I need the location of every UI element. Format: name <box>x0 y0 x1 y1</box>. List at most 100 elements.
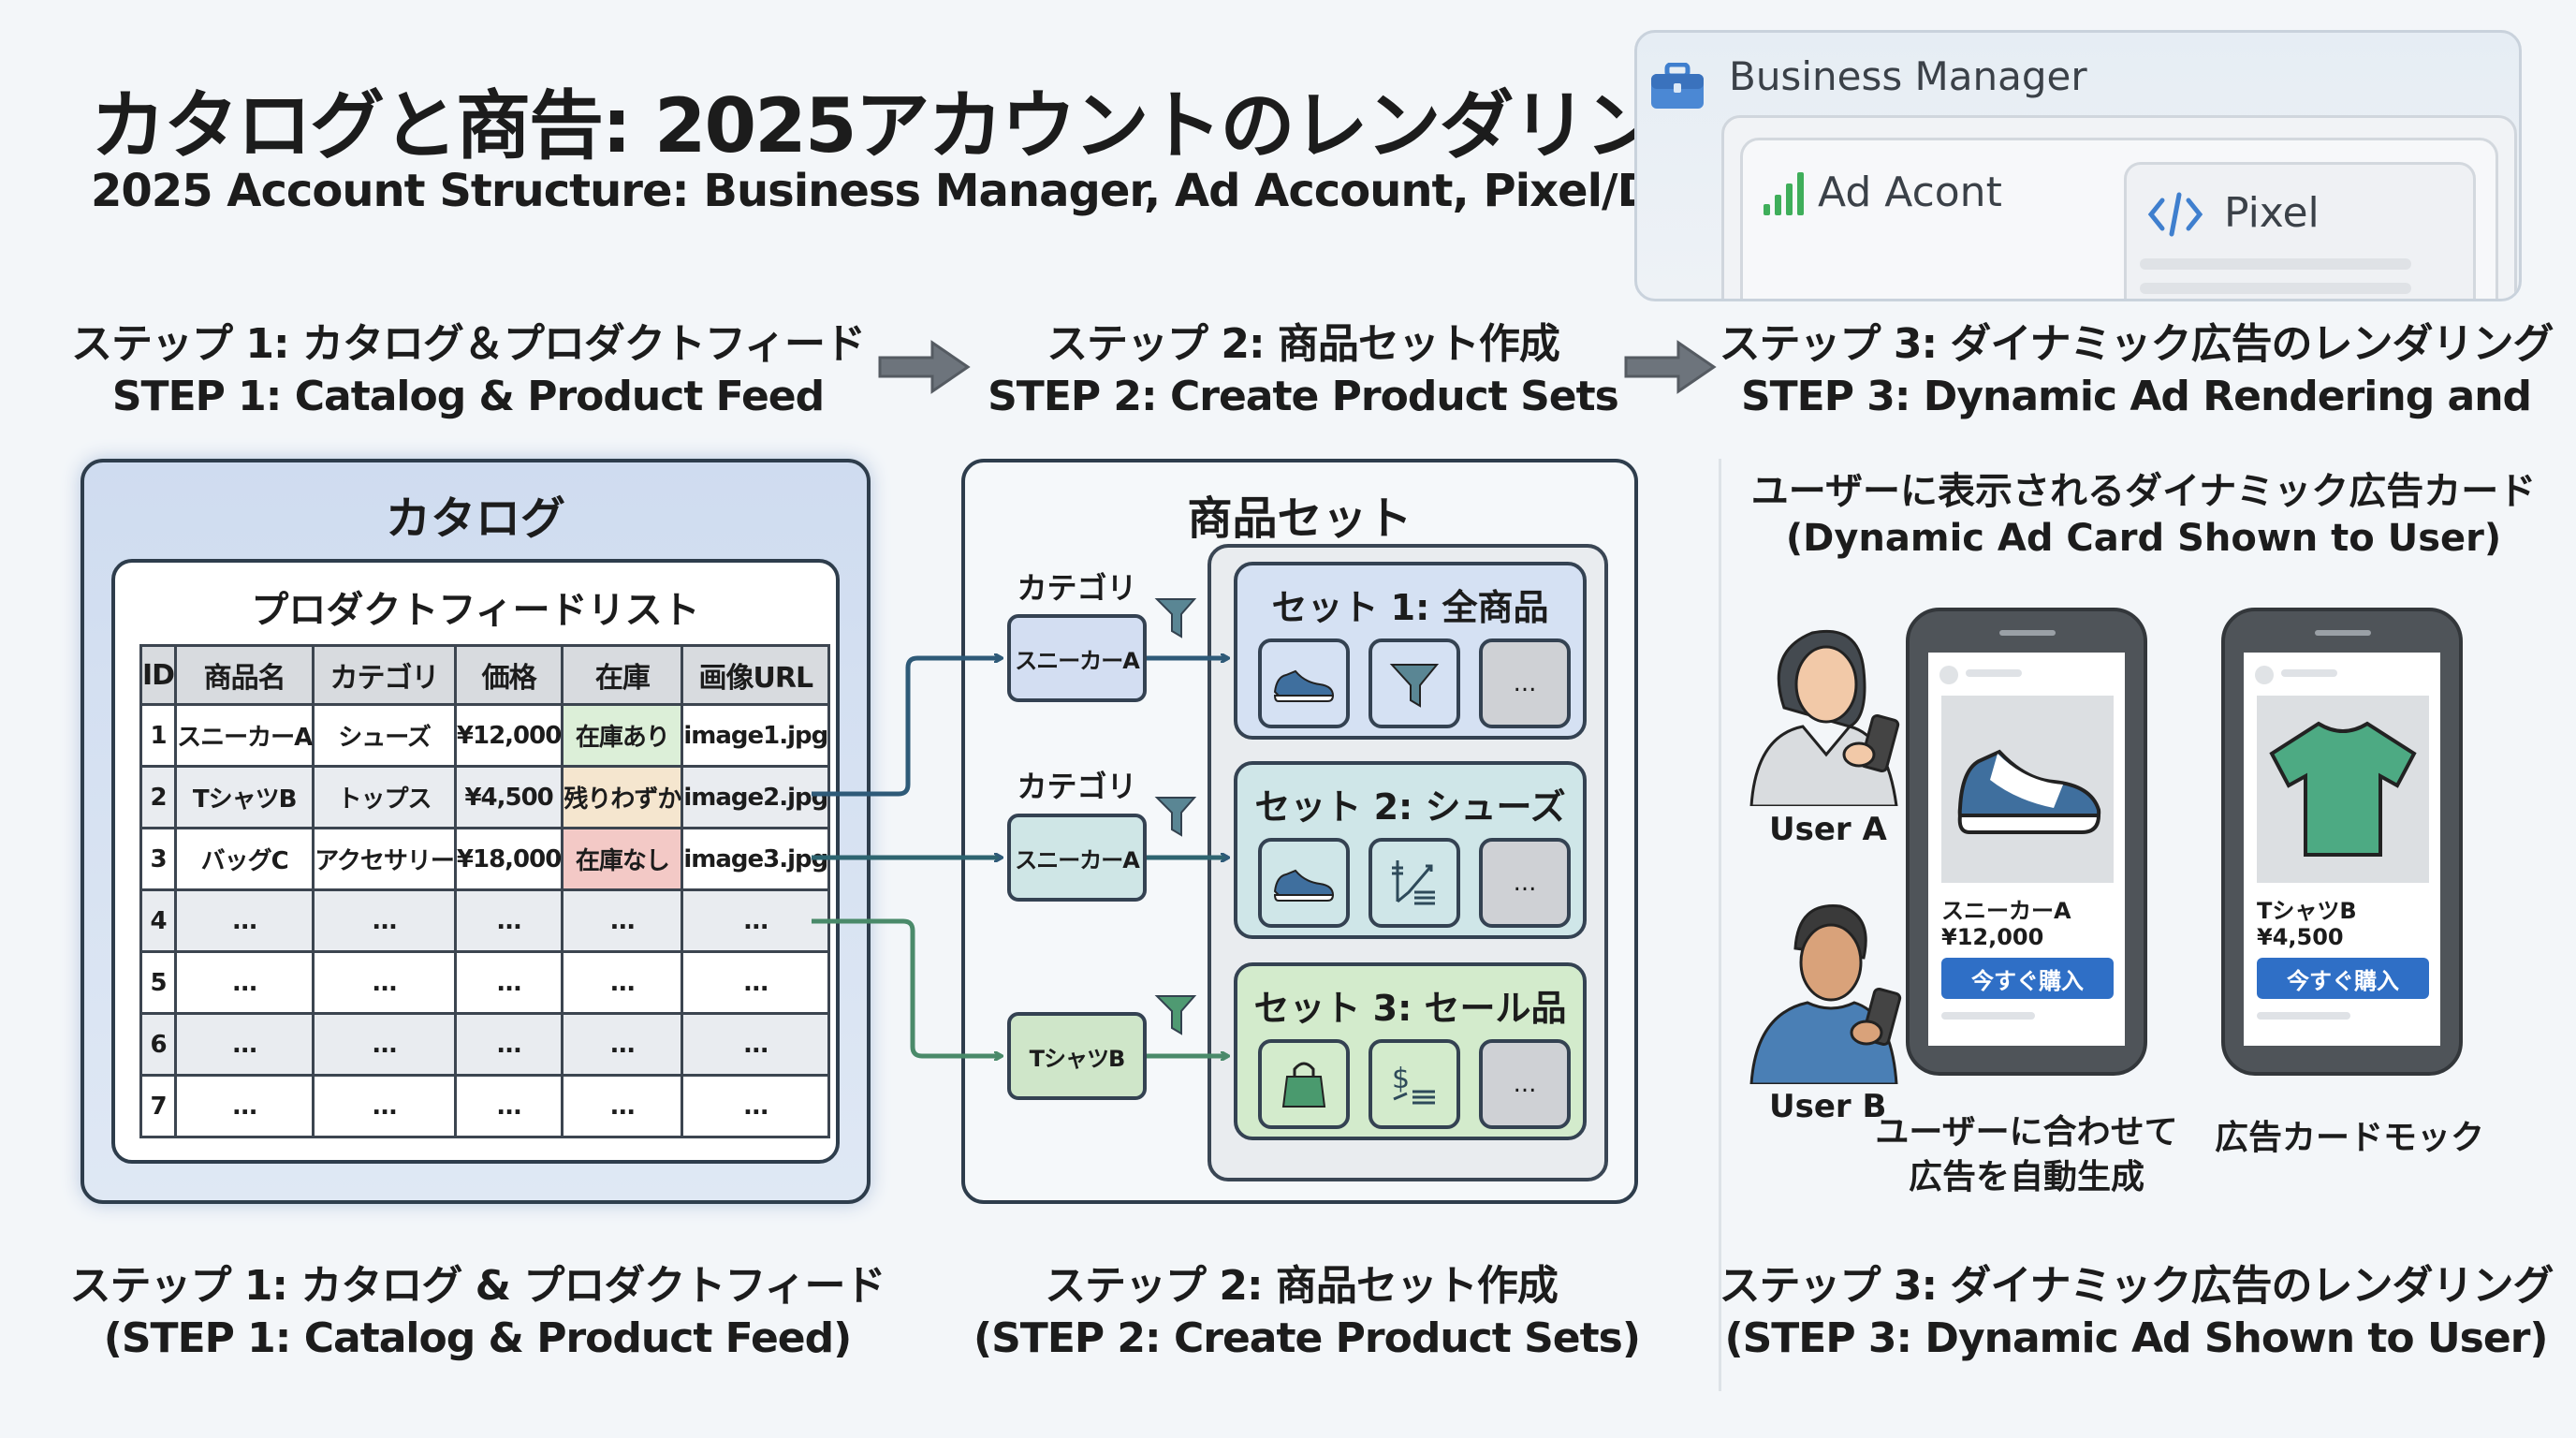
set-title: セット 1: 全商品 <box>1271 587 1549 628</box>
speaker <box>1999 630 2056 636</box>
caption-line: ユーザーに合わせて <box>1875 1113 2178 1152</box>
table-row: 4............... <box>139 888 831 953</box>
footer-step3-en: (STEP 3: Dynamic Ad Shown to User) <box>1724 1314 2548 1362</box>
column-header: 在庫 <box>561 644 684 706</box>
product-image <box>1941 696 2114 883</box>
table-cell: ... <box>174 950 315 1015</box>
avatar <box>2255 666 2274 684</box>
table-cell: ... <box>681 1074 831 1138</box>
table-cell: スニーカーA <box>174 703 315 768</box>
product-set-1[interactable]: セット 1: 全商品... <box>1234 562 1587 740</box>
table-cell: アクセサリー <box>312 827 457 891</box>
ad-card: TシャツB ¥4,500 今すぐ購入 <box>2244 653 2440 1046</box>
phone-mockup-b: TシャツB ¥4,500 今すぐ購入 <box>2221 608 2463 1076</box>
ad-card: スニーカーA ¥12,000 今すぐ購入 <box>1928 653 2125 1046</box>
business-manager-panel: Business Manager Ad Acont Pixel <box>1634 30 2522 301</box>
column-header: カテゴリ <box>312 644 457 706</box>
funnel-icon <box>1154 797 1197 837</box>
table-cell: ¥12,000 <box>453 703 564 768</box>
funnel-icon <box>1154 995 1197 1035</box>
table-cell: 6 <box>139 1012 178 1077</box>
buy-now-button[interactable]: 今すぐ購入 <box>1941 958 2114 999</box>
filter-box[interactable]: スニーカーA <box>1007 614 1147 702</box>
shopping-bag-icon <box>1258 1039 1350 1129</box>
table-cell: TシャツB <box>174 765 315 829</box>
caption-auto-generate: ユーザーに合わせて 広告を自動生成 <box>1863 1110 2190 1200</box>
table-cell: ¥4,500 <box>453 765 564 829</box>
divider <box>1719 459 1721 1391</box>
table-cell: ... <box>561 1012 684 1077</box>
buy-now-button[interactable]: 今すぐ購入 <box>2257 958 2429 999</box>
footer-step1-en: (STEP 1: Catalog & Product Feed) <box>103 1314 852 1362</box>
step3-jp: ステップ 3: ダイナミック広告のレンダリング <box>1719 320 2554 368</box>
placeholder-line <box>2281 669 2337 677</box>
table-cell: ... <box>312 1012 457 1077</box>
caption-ad-mock: 広告カードモック <box>2214 1119 2484 1157</box>
table-cell: トップス <box>312 765 457 829</box>
business-manager-title: Business Manager <box>1729 53 2087 99</box>
filter-label: カテゴリ <box>1017 570 1137 606</box>
step2-en: STEP 2: Create Product Sets <box>988 373 1619 420</box>
footer-step2-jp: ステップ 2: 商品セット作成 <box>1045 1262 1559 1310</box>
more-tile[interactable]: ... <box>1479 638 1571 728</box>
user-a-label: User A <box>1769 811 1887 848</box>
step1-jp: ステップ 1: カタログ＆プロダクトフィード <box>71 320 866 368</box>
table-cell: ... <box>453 888 564 953</box>
filter-box[interactable]: TシャツB <box>1007 1012 1147 1100</box>
table-row: 5............... <box>139 950 831 1015</box>
step-arrow-icon <box>1624 340 1717 394</box>
funnel-icon <box>1368 638 1460 728</box>
user-a-illustration <box>1749 629 1900 806</box>
product-set-3[interactable]: セット 3: セール品$... <box>1234 962 1587 1140</box>
table-cell: ... <box>561 950 684 1015</box>
ad-product-price: ¥4,500 <box>2257 924 2344 950</box>
table-cell: ... <box>453 950 564 1015</box>
more-tile[interactable]: ... <box>1479 838 1571 928</box>
table-cell: 3 <box>139 827 178 891</box>
price-tag-icon: $ <box>1368 1039 1460 1129</box>
sneaker-icon <box>1258 638 1350 728</box>
step3-header: ステップ 3: ダイナミック広告のレンダリング STEP 3: Dynamic A… <box>1715 318 2557 423</box>
table-cell: シューズ <box>312 703 457 768</box>
page-title: カタログと商告: 2025アカウントのレンダリング <box>91 82 1733 169</box>
table-cell: ... <box>312 950 457 1015</box>
column-header: ID <box>139 644 178 706</box>
table-cell: 4 <box>139 888 178 953</box>
table-cell: ... <box>312 888 457 953</box>
step3-en: STEP 3: Dynamic Ad Rendering and <box>1740 373 2532 420</box>
caption-line: 広告を自動生成 <box>1908 1158 2144 1196</box>
table-cell: 7 <box>139 1074 178 1138</box>
sneaker-icon <box>1258 838 1350 928</box>
table-cell: ... <box>561 1074 684 1138</box>
footer-step2: ステップ 2: 商品セット作成(STEP 2: Create Product S… <box>973 1260 1641 1365</box>
pixel-label: Pixel <box>2224 189 2320 237</box>
placeholder-line <box>1966 669 2022 677</box>
table-cell: ... <box>174 1012 315 1077</box>
avatar <box>1939 666 1958 684</box>
table-cell: image1.jpg <box>681 703 831 768</box>
ad-product-name: TシャツB <box>2257 898 2357 924</box>
table-cell: ¥18,000 <box>453 827 564 891</box>
column-header: 画像URL <box>681 644 831 706</box>
table-cell: ... <box>453 1074 564 1138</box>
table-cell: ... <box>561 888 684 953</box>
user-b-illustration <box>1749 904 1902 1084</box>
ad-product-name: スニーカーA <box>1941 898 2071 924</box>
table-cell: 在庫なし <box>561 827 684 891</box>
product-image <box>2257 696 2429 883</box>
column-header: 商品名 <box>174 644 315 706</box>
product-set-2[interactable]: セット 2: シューズ... <box>1234 761 1587 939</box>
footer-step2-en: (STEP 2: Create Product Sets) <box>973 1314 1641 1362</box>
more-tile[interactable]: ... <box>1479 1039 1571 1129</box>
set-title: セット 2: シューズ <box>1254 786 1566 828</box>
filter-box[interactable]: スニーカーA <box>1007 814 1147 902</box>
step1-en: STEP 1: Catalog & Product Feed <box>111 373 825 420</box>
table-cell: image3.jpg <box>681 827 831 891</box>
tshirt-icon <box>2269 721 2417 857</box>
